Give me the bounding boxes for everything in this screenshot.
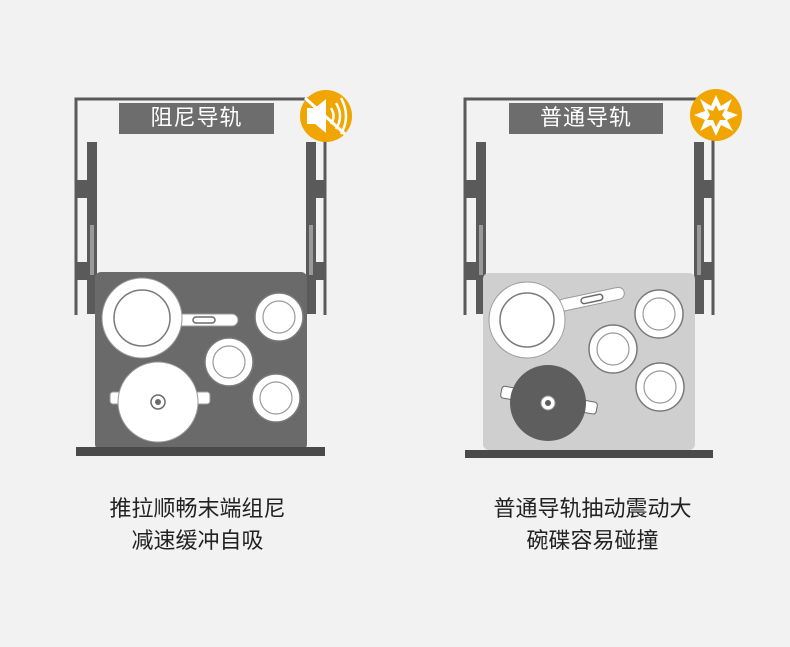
damping-caption-line-2: 减速缓冲自吸 xyxy=(131,529,264,554)
ordinary-caption-line-1: 普通导轨抽动震动大 xyxy=(493,497,692,522)
plate-top-right xyxy=(254,292,304,342)
plate-top-right xyxy=(634,289,684,339)
drawer-bottom-rail xyxy=(76,447,325,456)
damping-rail-panel: 阻尼导轨 推拉顺畅末端组尼 减速缓冲自吸 xyxy=(0,90,395,558)
ordinary-caption-line-2: 碗碟容易碰撞 xyxy=(526,529,659,554)
damping-caption-line-1: 推拉顺畅末端组尼 xyxy=(109,497,286,522)
cooking-pot xyxy=(500,365,598,441)
damping-drawer-illustration xyxy=(74,90,352,456)
cooking-pot xyxy=(109,361,211,443)
cabinet-frame xyxy=(74,97,327,315)
plate-bottom-right xyxy=(251,373,301,423)
right-side-rail xyxy=(306,142,326,314)
frying-pan xyxy=(488,281,625,359)
ordinary-rail-caption: 普通导轨抽动震动大 碗碟容易碰撞 xyxy=(395,494,790,558)
damping-rail-caption: 推拉顺畅末端组尼 减速缓冲自吸 xyxy=(0,494,395,558)
left-side-rail xyxy=(77,142,97,314)
frying-pan xyxy=(101,277,239,359)
ordinary-rail-panel: 普通导轨 普通导轨抽动震动大 碗碟容易碰撞 xyxy=(395,0,790,647)
plate-bottom-right xyxy=(635,362,685,412)
drawer-bottom-rail xyxy=(465,450,713,458)
left-side-rail xyxy=(466,142,486,314)
plate-middle xyxy=(588,324,638,374)
muted-speaker-icon xyxy=(300,90,352,142)
collision-burst-icon xyxy=(690,89,742,141)
damping-rail-label: 阻尼导轨 xyxy=(119,103,274,134)
plate-middle xyxy=(204,337,254,387)
ordinary-rail-label: 普通导轨 xyxy=(509,103,663,134)
cabinet-frame xyxy=(463,97,715,315)
ordinary-drawer-illustration xyxy=(463,89,742,458)
right-side-rail xyxy=(694,142,714,314)
